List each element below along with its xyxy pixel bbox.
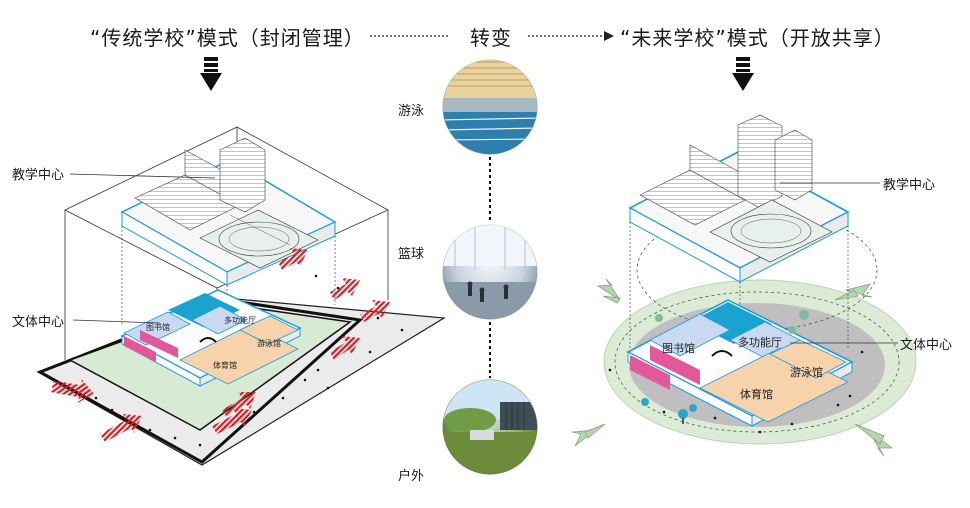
left-teaching-center-label: 教学中心 — [12, 168, 65, 183]
right-swimming-hall-label: 游泳馆 — [790, 366, 823, 379]
right-teaching-center-label: 教学中心 — [883, 178, 936, 193]
blocked-access-arrows — [51, 248, 390, 442]
traditional-school-title: “传统学校”模式（封闭管理） — [90, 26, 365, 50]
left-culture-sports-center-label: 文体中心 — [12, 315, 65, 330]
culture-sports-block-right — [626, 299, 854, 427]
right-multifunction-hall-label: 多功能厅 — [738, 336, 782, 349]
down-arrow-right-icon — [732, 57, 754, 91]
left-swimming-hall-label: 游泳馆 — [257, 339, 281, 348]
transition-arrowhead-icon — [604, 31, 614, 41]
future-school-diagram — [571, 114, 917, 457]
photo-swimming-label: 游泳 — [398, 104, 425, 119]
photo-basketball-label: 篮球 — [398, 247, 425, 262]
trees — [641, 310, 809, 424]
traditional-school-diagram — [36, 126, 446, 466]
left-gymnasium-label: 体育馆 — [213, 361, 237, 370]
right-library-label: 图书馆 — [662, 342, 695, 355]
basketball-photo — [441, 223, 539, 321]
culture-sports-block-left — [120, 289, 302, 387]
transition-title: 转变 — [470, 26, 512, 50]
photo-outdoor-label: 户外 — [398, 469, 425, 484]
people-right — [608, 350, 864, 434]
left-multifunction-hall-label: 多功能厅 — [224, 316, 256, 325]
outward-arrows — [571, 278, 894, 457]
right-gymnasium-label: 体育馆 — [740, 388, 773, 401]
left-library-label: 图书馆 — [146, 323, 170, 332]
right-culture-sports-center-label: 文体中心 — [900, 338, 953, 353]
teaching-building-right — [628, 114, 850, 283]
teaching-building-left — [120, 137, 337, 286]
culture-leader-left — [72, 319, 161, 324]
down-arrow-left-icon — [200, 57, 222, 91]
teaching-leader-left — [69, 173, 216, 179]
people-left — [94, 274, 404, 447]
future-school-title: “未来学校”模式（开放共享） — [620, 26, 895, 50]
swimming-photo — [441, 58, 539, 156]
outdoor-photo — [441, 378, 539, 476]
